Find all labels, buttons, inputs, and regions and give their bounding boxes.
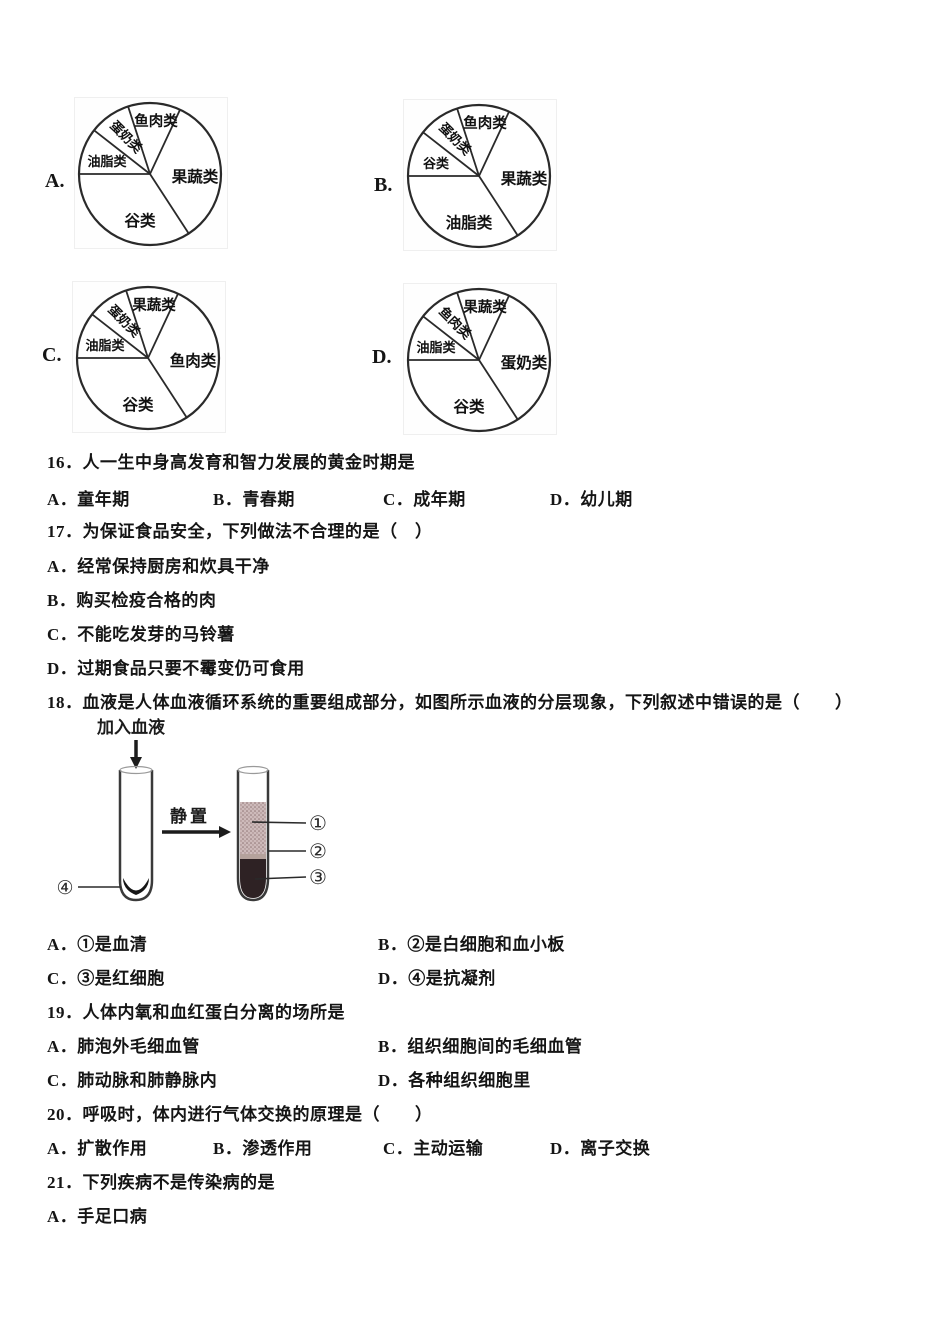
test-tube-before <box>118 765 154 902</box>
question-20-option-d: D．离子交换 <box>550 1139 651 1158</box>
stand-still-label: 静置 <box>170 806 210 826</box>
pie-slice-label: 果蔬类 <box>131 296 176 314</box>
question-19-option-d: D．各种组织细胞里 <box>378 1071 531 1090</box>
buffy-coat-layer <box>240 854 266 859</box>
question-16-option-b: B．青春期 <box>213 490 295 509</box>
plasma-layer <box>240 802 266 854</box>
blood-separation-diagram: 加入血液 ④ 静置 ① ② ③ <box>56 717 327 902</box>
arrow-right-icon <box>162 826 231 838</box>
question-21-option-a: A．手足口病 <box>47 1207 148 1226</box>
pie-slice-divider <box>456 292 480 361</box>
pie-slice-divider <box>478 111 510 177</box>
pie-option-d-label: D. <box>372 346 392 368</box>
pie-slice-label: 谷类 <box>423 156 450 171</box>
pie-slice-label: 油脂类 <box>87 154 127 169</box>
pie-chart-option-d: 油脂类鱼肉类果蔬类蛋奶类谷类 <box>403 283 557 435</box>
arrow-down-icon <box>130 740 142 769</box>
pie-chart-option-c: 油脂类蛋奶类果蔬类鱼肉类谷类 <box>72 281 226 433</box>
question-18-option-d: D．④是抗凝剂 <box>378 969 496 988</box>
pie-slice-label: 油脂类 <box>446 213 493 232</box>
question-16-option-d: D．幼儿期 <box>550 490 633 509</box>
pie-slice-label: 谷类 <box>122 395 154 414</box>
pie-slice-divider <box>456 108 480 177</box>
pie-slice-label: 谷类 <box>124 211 156 230</box>
pie-slice-divider <box>93 129 151 175</box>
pie-slice-divider <box>125 290 149 359</box>
question-18-option-b: B．②是白细胞和血小板 <box>378 935 565 954</box>
question-18-option-a: A．①是血清 <box>47 935 148 954</box>
label-4-circled-number: ④ <box>56 877 73 899</box>
pie-slice-label: 果蔬类 <box>462 298 507 316</box>
question-17-option-c: C．不能吃发芽的马铃薯 <box>47 625 235 644</box>
pie-slice-label: 鱼肉类 <box>463 114 507 132</box>
question-21-stem: 21．下列疾病不是传染病的是 <box>47 1173 275 1192</box>
pie-slice-divider <box>422 131 480 177</box>
pie-slice-divider <box>149 109 181 175</box>
question-19-option-a: A．肺泡外毛细血管 <box>47 1037 200 1056</box>
pie-slice-label: 油脂类 <box>85 338 125 353</box>
pie-slice-label: 鱼肉类 <box>134 112 178 130</box>
question-16-stem: 16．人一生中身高发育和智力发展的黄金时期是 <box>47 453 415 472</box>
pie-slice-divider <box>91 313 149 359</box>
test-tube-after <box>236 765 270 902</box>
pie-slice-label: 蛋奶类 <box>501 353 548 372</box>
pie-slice-label: 鱼肉类 <box>170 351 217 370</box>
pie-slice-divider <box>422 315 480 361</box>
pie-chart-option-b: 谷类蛋奶类鱼肉类果蔬类油脂类 <box>403 99 557 251</box>
add-blood-label: 加入血液 <box>96 717 165 737</box>
question-19-option-b: B．组织细胞间的毛细血管 <box>378 1037 583 1056</box>
question-20-stem: 20．呼吸时，体内进行气体交换的原理是（ ） <box>47 1105 433 1124</box>
red-cell-layer <box>240 859 266 898</box>
pie-option-c-label: C. <box>42 344 62 366</box>
pie-slice-divider <box>127 106 151 175</box>
label-2-circled-number: ② <box>309 839 327 863</box>
pie-slice-divider <box>149 173 190 234</box>
pie-slice-label: 果蔬类 <box>172 167 219 186</box>
question-19-option-c: C．肺动脉和肺静脉内 <box>47 1071 218 1090</box>
question-18-stem: 18．血液是人体血液循环系统的重要组成部分，如图所示血液的分层现象，下列叙述中错… <box>47 693 853 712</box>
label-3-connector <box>254 876 307 880</box>
pie-option-b-label: B. <box>374 174 393 196</box>
pie-slice-divider <box>478 295 510 361</box>
pie-slice-label: 果蔬类 <box>501 169 548 188</box>
pie-slice-divider <box>147 357 188 418</box>
label-1-circled-number: ① <box>309 811 327 835</box>
pie-slice-divider <box>478 175 519 236</box>
pie-slice-label: 油脂类 <box>416 340 456 355</box>
label-1-connector <box>251 821 307 824</box>
question-17-stem: 17．为保证食品安全，下列做法不合理的是（ ） <box>47 522 433 541</box>
question-16-option-c: C．成年期 <box>383 490 466 509</box>
question-20-option-c: C．主动运输 <box>383 1139 484 1158</box>
label-3-circled-number: ③ <box>309 865 327 889</box>
pie-chart-option-a: 油脂类蛋奶类鱼肉类果蔬类谷类 <box>74 97 228 249</box>
question-17-option-a: A．经常保持厨房和炊具干净 <box>47 557 270 576</box>
pie-option-a-label: A. <box>45 170 65 192</box>
question-20-option-b: B．渗透作用 <box>213 1139 313 1158</box>
question-20-option-a: A．扩散作用 <box>47 1139 148 1158</box>
question-17-option-b: B．购买检疫合格的肉 <box>47 591 217 610</box>
pie-slice-divider <box>147 293 179 359</box>
question-19-stem: 19．人体内氧和血红蛋白分离的场所是 <box>47 1003 345 1022</box>
anticoagulant-blob <box>123 878 149 895</box>
pie-slice-label: 谷类 <box>453 397 485 416</box>
question-16-option-a: A．童年期 <box>47 490 130 509</box>
question-18-option-c: C．③是红细胞 <box>47 969 165 988</box>
pie-slice-divider <box>478 359 519 420</box>
question-17-option-d: D．过期食品只要不霉变仍可食用 <box>47 659 305 678</box>
